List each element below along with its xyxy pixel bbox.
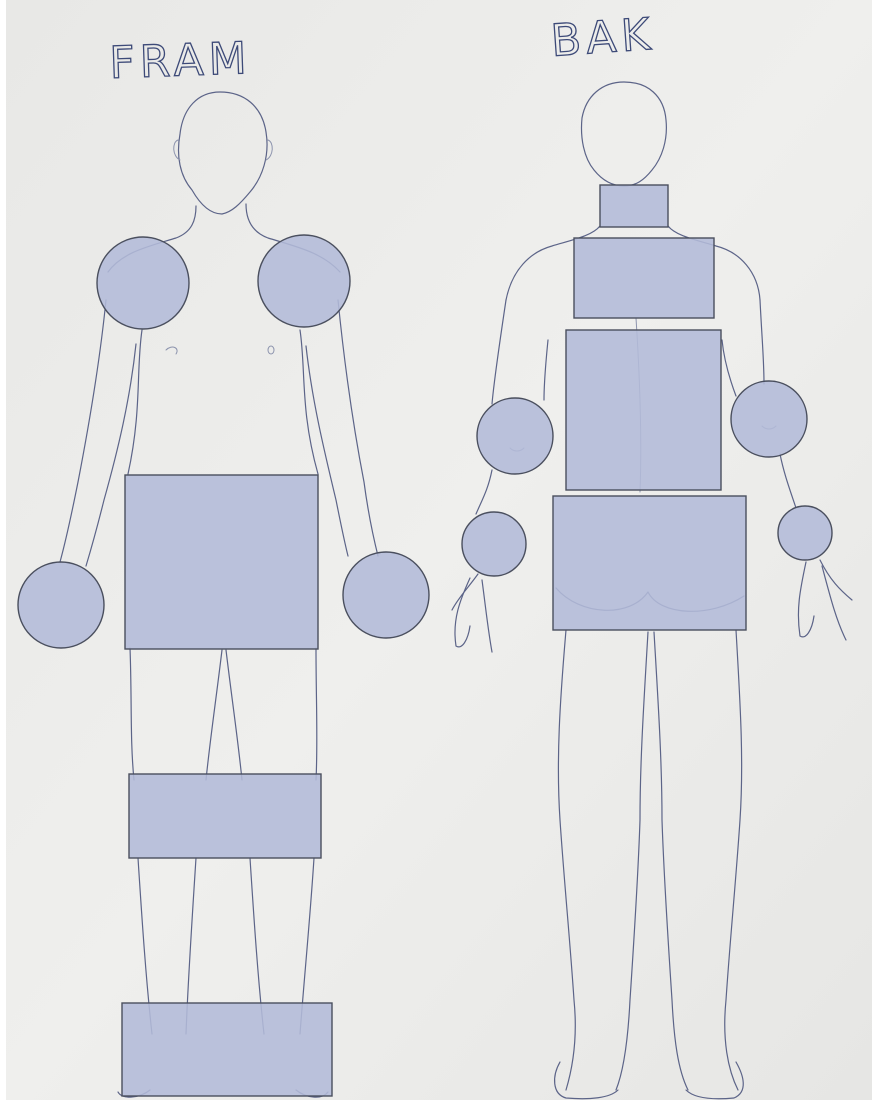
zone-back-left-wrist[interactable] bbox=[778, 506, 832, 560]
back-view-title: BAK bbox=[549, 9, 656, 67]
zone-back-right-elbow[interactable] bbox=[477, 398, 553, 474]
zone-back-upper-back[interactable] bbox=[574, 238, 714, 318]
zone-back-mid-back[interactable] bbox=[566, 330, 721, 490]
zone-front-groin-thighs[interactable] bbox=[125, 475, 318, 649]
zone-front-left-hand[interactable] bbox=[343, 552, 429, 638]
zone-front-feet[interactable] bbox=[122, 1003, 332, 1096]
zone-back-right-wrist[interactable] bbox=[462, 512, 526, 576]
zone-back-buttocks[interactable] bbox=[553, 496, 746, 630]
zone-front-knees[interactable] bbox=[129, 774, 321, 858]
zone-front-right-shoulder[interactable] bbox=[97, 237, 189, 329]
front-view-title: FRAM bbox=[109, 33, 253, 89]
zone-back-neck[interactable] bbox=[600, 185, 668, 227]
zone-back-left-elbow[interactable] bbox=[731, 381, 807, 457]
zone-front-right-hand[interactable] bbox=[18, 562, 104, 648]
zone-front-left-shoulder[interactable] bbox=[258, 235, 350, 327]
